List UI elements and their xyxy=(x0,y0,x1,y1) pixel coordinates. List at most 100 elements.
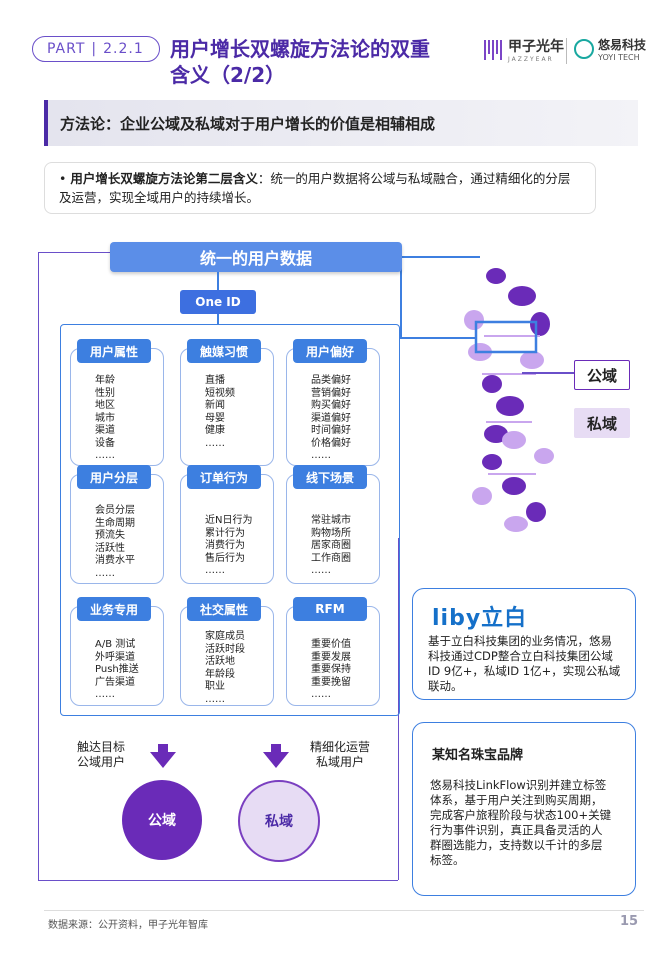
card-item: 地区 xyxy=(95,400,115,411)
case2-line: 标签。 xyxy=(430,853,465,867)
card-items: 常驻城市 购物场所 居家商圈 工作商圈 …… xyxy=(311,515,351,578)
card-item: 售后行为 xyxy=(205,552,245,564)
yoyi-logo: 悠易科技 YOYI TECH xyxy=(574,36,646,62)
private-domain-circle: 私域 xyxy=(238,780,320,862)
card-item: 设备 xyxy=(95,437,115,449)
outer-right-line xyxy=(398,538,399,880)
card-item: …… xyxy=(311,689,331,700)
dna-helix-icon xyxy=(464,268,554,532)
card-order-behavior: 订单行为 近N日行为 累计行为 消费行为 售后行为 …… xyxy=(180,465,274,584)
connector-oneid-frame xyxy=(217,314,219,324)
card-item: 家庭成员 xyxy=(205,631,245,642)
public-domain-tag: 公域 xyxy=(574,360,630,390)
card-item: 重要发展 xyxy=(311,651,351,663)
card-items: 会员分层 生命周期 预流失 活跃性 消费水平 …… xyxy=(95,505,135,580)
card-item: 生命周期 xyxy=(95,517,135,529)
card-item: 活跃时段 xyxy=(205,643,245,655)
footer-source: 数据来源：公开资料，甲子光年智库 xyxy=(48,920,208,931)
yoyi-sub: YOYI TECH xyxy=(598,53,640,62)
card-item: 职业 xyxy=(205,681,225,692)
case1-line: 科技通过CDP整合立白科技集团公域 xyxy=(428,649,613,663)
reach-label-line2: 公域用户 xyxy=(76,755,125,769)
jazzyear-sub: JAZZYEAR xyxy=(508,56,554,63)
card-items: 近N日行为 累计行为 消费行为 售后行为 …… xyxy=(205,515,252,578)
card-title: 业务专用 xyxy=(77,597,151,621)
private-domain-tag: 私域 xyxy=(574,408,630,438)
card-item: 短视频 xyxy=(205,387,235,399)
card-item: 累计行为 xyxy=(205,527,245,539)
card-title: 订单行为 xyxy=(187,465,261,489)
card-item: 会员分层 xyxy=(95,505,135,516)
page-title: 用户增长双螺旋方法论的双重含义（2/2） xyxy=(170,37,430,87)
card-item: 重要保持 xyxy=(311,664,351,675)
public-domain-circle: 公域 xyxy=(122,780,202,860)
arrow-down-icon xyxy=(263,752,289,768)
case2-line: 行为事件识别，真正具备灵活的人 xyxy=(430,823,603,837)
oneid-box: One ID xyxy=(180,290,256,314)
card-item: 年龄 xyxy=(95,375,115,386)
card-title: 线下场景 xyxy=(293,465,367,489)
card-item: 活跃地 xyxy=(205,656,235,667)
card-item: …… xyxy=(205,565,225,576)
card-item: 消费水平 xyxy=(95,555,135,566)
yoyi-circle-icon xyxy=(574,39,594,59)
card-item: …… xyxy=(95,689,115,700)
card-title: 社交属性 xyxy=(187,597,261,621)
card-item: 价格偏好 xyxy=(311,437,351,449)
card-items: 重要价值 重要发展 重要保持 重要挽留 …… xyxy=(311,639,351,702)
card-item: 渠道 xyxy=(95,425,115,436)
card-items: 直播 短视频 新闻 母婴 健康 …… xyxy=(205,375,235,450)
card-item: …… xyxy=(95,450,115,461)
card-title: RFM xyxy=(293,597,367,621)
card-item: 新闻 xyxy=(205,400,225,411)
card-item: 购买偏好 xyxy=(311,400,351,411)
connector-vertical xyxy=(400,256,402,338)
footer-divider xyxy=(44,910,644,911)
card-item: 城市 xyxy=(95,412,115,424)
connector-to-dna xyxy=(400,337,476,339)
card-items: 家庭成员 活跃时段 活跃地 年龄段 职业 …… xyxy=(205,631,245,706)
case-jewelry xyxy=(412,722,636,896)
card-item: 时间偏好 xyxy=(311,425,351,436)
case2-text: 悠易科技LinkFlow识别并建立标签 体系，基于用户关注到购买周期， 完成客户… xyxy=(430,778,611,868)
card-item: 健康 xyxy=(205,425,225,436)
card-title: 用户分层 xyxy=(77,465,151,489)
refine-label-line1: 精细化运营 xyxy=(309,740,370,754)
case2-line: 悠易科技LinkFlow识别并建立标签 xyxy=(430,778,607,792)
section-heading-text: 方法论：企业公域及私域对于用户增长的价值是相辅相成 xyxy=(60,114,436,133)
case1-line: 基于立白科技集团的业务情况，悠易 xyxy=(428,634,612,648)
case2-line: 群圈选能力，支持数以千计的多层 xyxy=(430,838,603,852)
card-item: 居家商圈 xyxy=(311,540,351,551)
card-rfm: RFM 重要价值 重要发展 重要保持 重要挽留 …… xyxy=(286,597,380,706)
jazzyear-logo: 甲子光年 JAZZYEAR xyxy=(484,36,564,63)
yoyi-name: 悠易科技 xyxy=(598,38,647,52)
public-tag-connector xyxy=(522,372,574,374)
part-label: PART xyxy=(47,41,86,57)
card-item: 营销偏好 xyxy=(311,387,351,399)
card-item: 工作商圈 xyxy=(311,552,351,564)
case1-line: ID 9亿+，私域ID 1亿+，实现公私域 xyxy=(428,664,621,678)
connector-unify-oneid xyxy=(217,272,219,290)
outer-left-line xyxy=(38,252,39,880)
outer-bottom-line xyxy=(38,880,398,881)
card-item: 性别 xyxy=(95,387,115,399)
card-item: 品类偏好 xyxy=(311,375,351,386)
connector-top xyxy=(402,256,480,258)
card-item: Push推送 xyxy=(95,664,139,675)
card-item: 近N日行为 xyxy=(205,515,253,526)
card-item: …… xyxy=(205,437,225,449)
case2-line: 完成客户旅程阶段与状态100+关键 xyxy=(430,808,612,822)
card-item: 年龄段 xyxy=(205,668,235,680)
case1-text: 基于立白科技集团的业务情况，悠易 科技通过CDP整合立白科技集团公域 ID 9亿… xyxy=(428,634,620,694)
card-user-preferences: 用户偏好 品类偏好 营销偏好 购买偏好 渠道偏好 时间偏好 价格偏好 …… xyxy=(286,339,380,466)
card-item: …… xyxy=(311,450,331,461)
card-item: 活跃性 xyxy=(95,542,125,554)
arrow-private-stem xyxy=(271,744,281,752)
card-item: 渠道偏好 xyxy=(311,412,351,424)
card-item: 重要价值 xyxy=(311,639,351,650)
liby-logo: liby立白 xyxy=(432,606,528,631)
arrow-public-stem xyxy=(158,744,168,752)
card-item: …… xyxy=(95,567,115,579)
card-item: 消费行为 xyxy=(205,540,245,551)
card-item: 预流失 xyxy=(95,530,125,541)
